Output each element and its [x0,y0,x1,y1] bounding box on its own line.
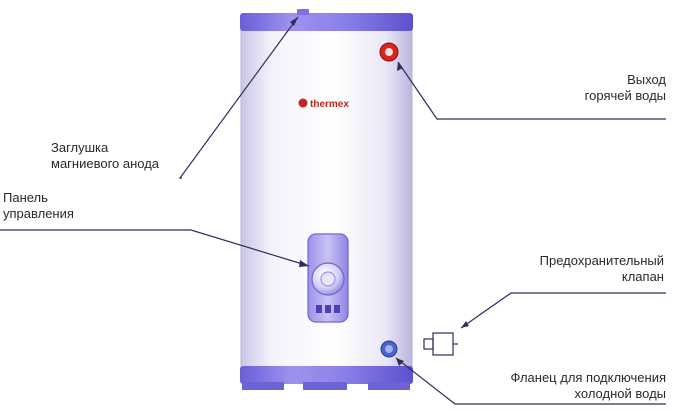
safety-valve-icon [423,332,458,356]
leader-anode [178,16,299,179]
arrow-hot-outlet [397,62,403,71]
label-cold-water-flange: Фланец для подключения холодной воды [511,370,667,402]
label-anode-plug-line2: магниевого анода [51,156,160,171]
label-hot-water-outlet: Выход горячей воды [585,72,666,104]
label-hot-water-outlet-line1: Выход [627,72,666,87]
label-safety-valve-line2: клапан [621,269,664,284]
label-hot-water-outlet-line2: горячей воды [584,88,666,103]
leader-cold-flange [395,357,666,405]
label-control-panel: Панель управления [3,190,74,222]
hot-water-outlet-center [385,48,393,56]
foot-right [368,382,410,390]
label-control-panel-line1: Панель [3,190,48,205]
arrow-anode [290,17,298,26]
bottom-cap [240,366,413,384]
foot-left [242,382,284,390]
thermex-logo-icon [298,98,308,108]
leader-lines [0,16,666,405]
cold-water-flange-center [385,345,393,353]
label-anode-plug-line1: Заглушка [51,140,109,155]
label-control-panel-line2: управления [3,206,74,221]
arrow-heads [290,17,469,366]
anode-plug-cap [297,9,309,15]
top-cap [240,13,413,31]
thermostat-knob-hub [320,271,336,287]
leader-hot-outlet [397,61,666,120]
brand-logo-text: thermex [310,99,349,110]
arrow-control-panel [299,260,309,267]
indicator-lamp-3 [334,305,340,313]
indicator-lamp-1 [316,305,322,313]
label-safety-valve: Предохранительный клапан [540,253,664,285]
label-safety-valve-line1: Предохранительный [539,253,664,268]
arrow-cold-flange [396,358,404,366]
leader-control-panel [0,229,310,267]
label-anode-plug: Заглушка магниевого анода [51,140,159,172]
label-cold-water-flange-line1: Фланец для подключения [510,370,667,385]
arrow-safety-valve [461,321,469,328]
label-cold-water-flange-line2: холодной воды [574,386,666,401]
indicator-lamp-2 [325,305,331,313]
leader-safety-valve [460,292,666,329]
foot-middle [303,382,347,390]
heater-body [240,25,413,376]
